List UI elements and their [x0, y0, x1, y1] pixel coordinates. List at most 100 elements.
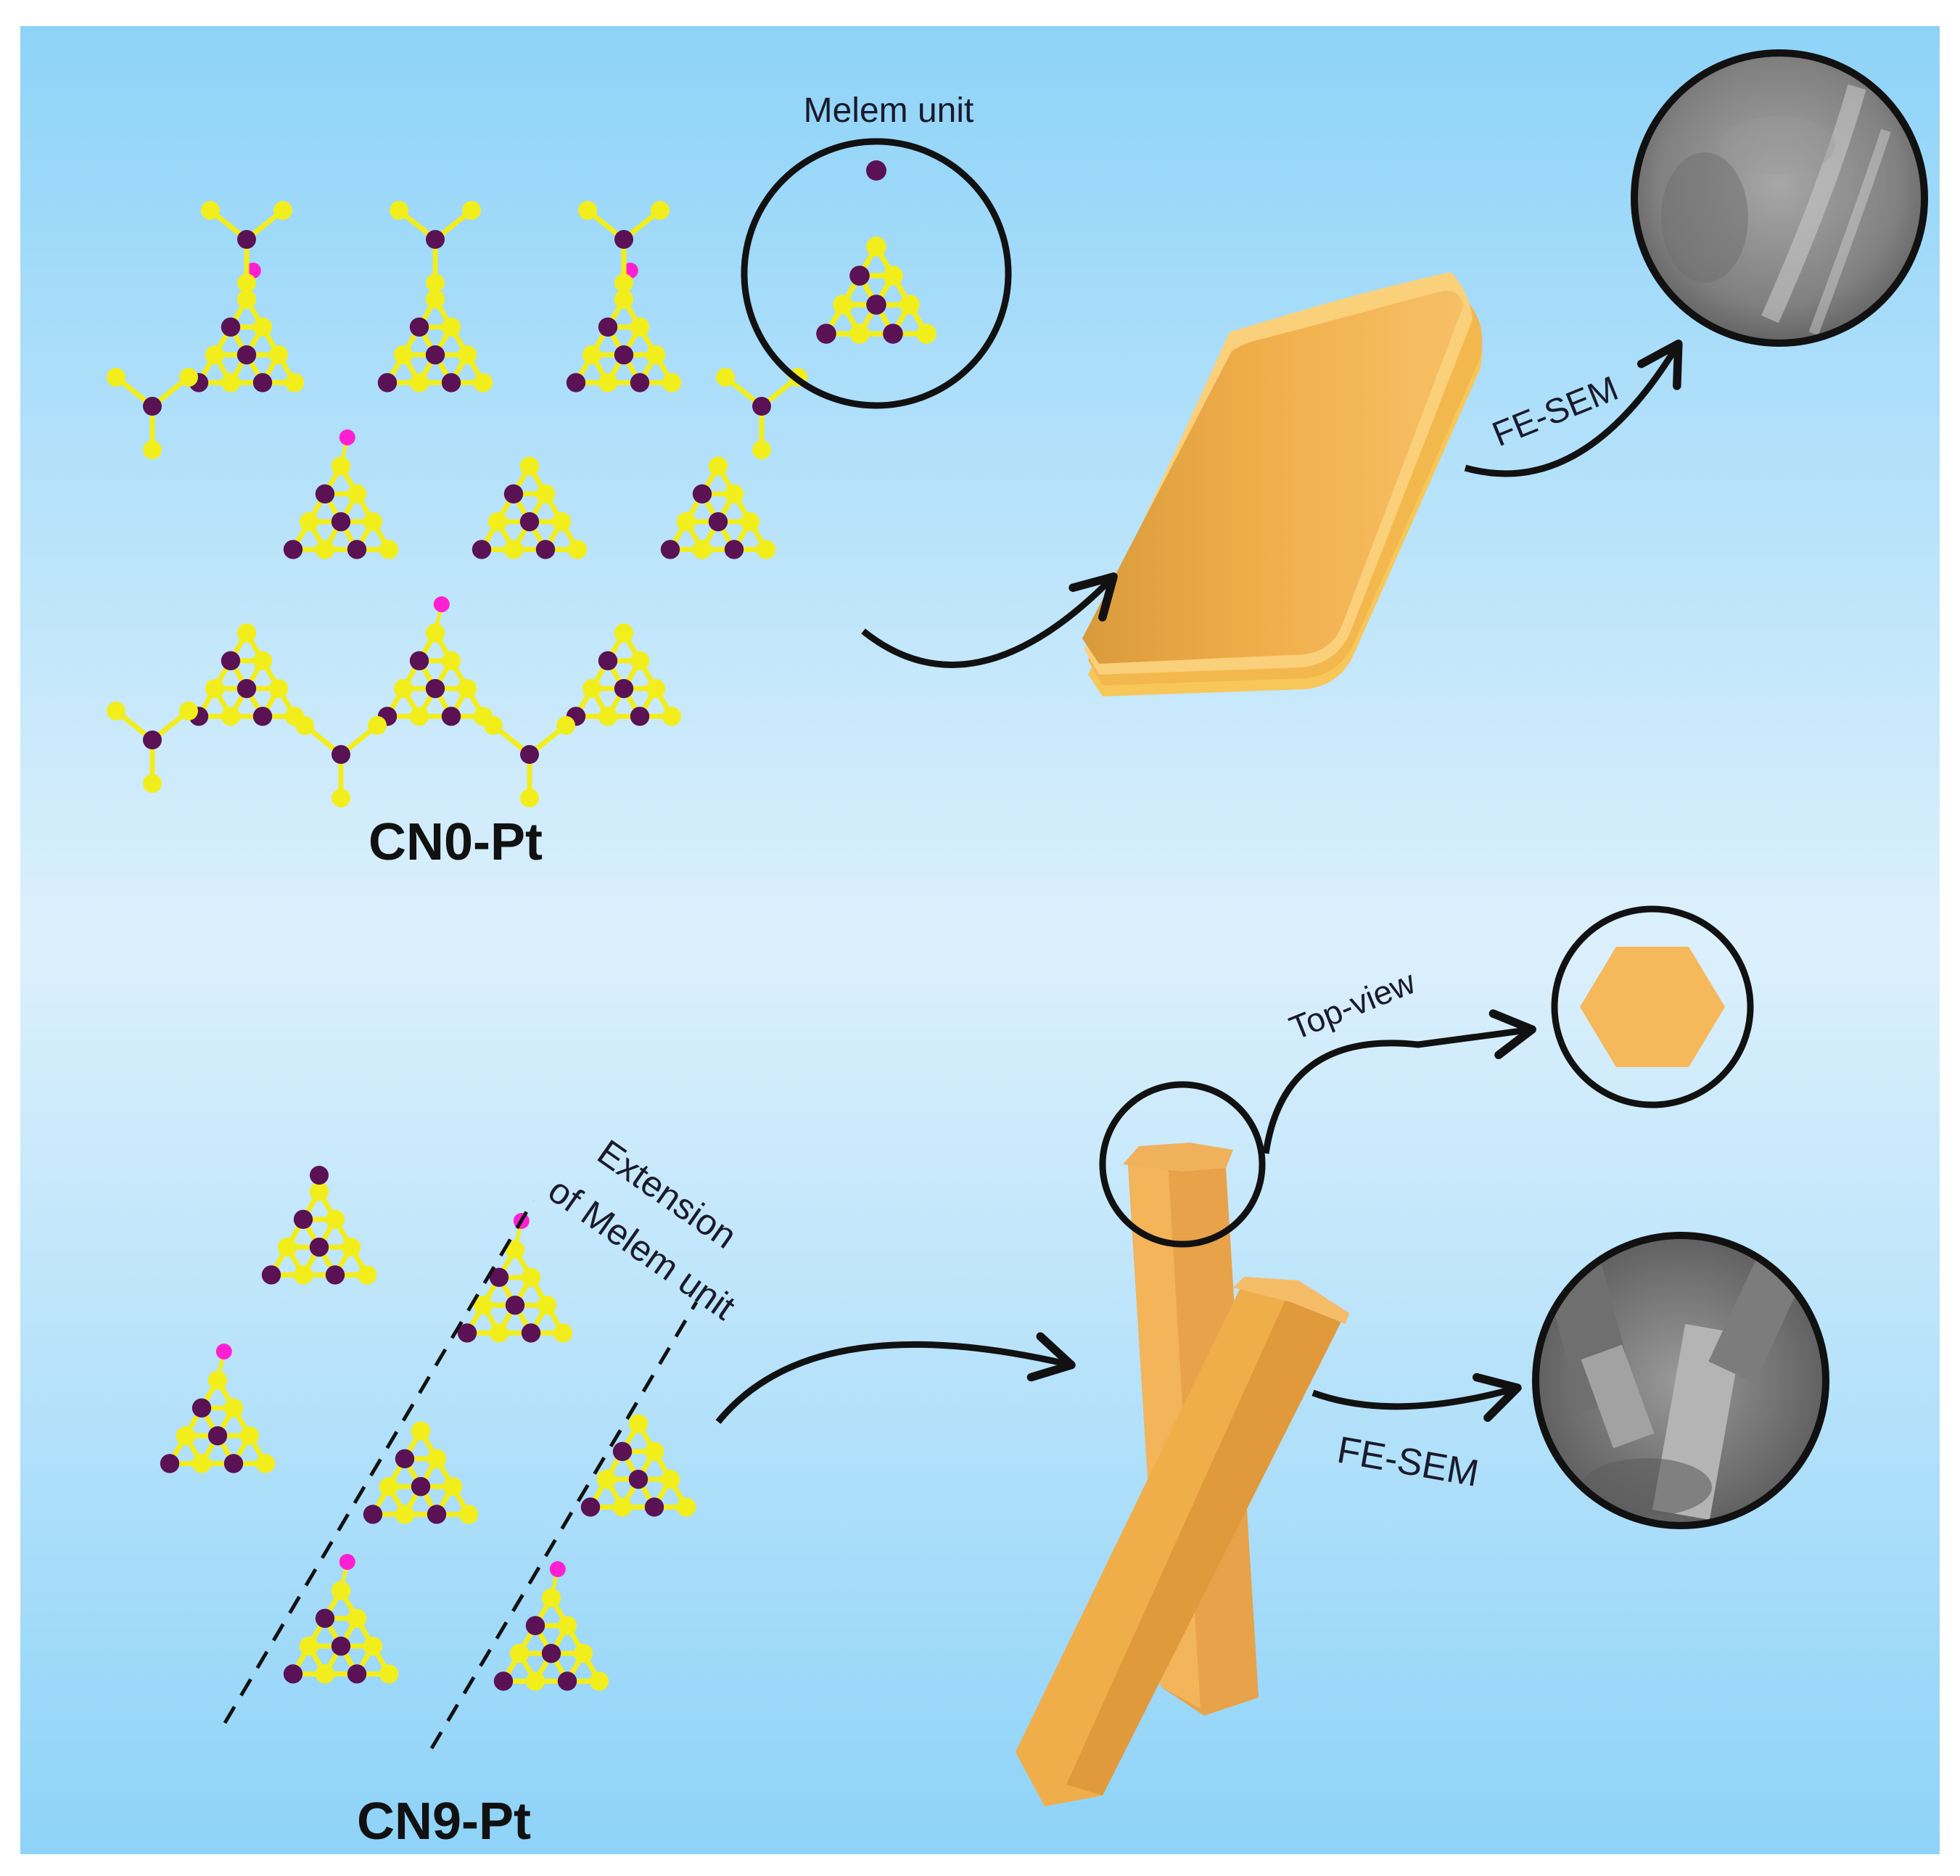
melem-atom-icon	[252, 317, 273, 337]
melem-atom-icon	[716, 368, 735, 387]
melem-atom-icon	[535, 484, 556, 504]
melem-atom-icon	[519, 456, 540, 476]
melem-atom-icon	[179, 702, 198, 720]
melem-atom-icon	[441, 651, 461, 671]
melem-atom-icon	[299, 1636, 319, 1656]
melem-atom-icon	[325, 1209, 345, 1230]
melem-atom-icon	[660, 540, 680, 559]
melem-atom-icon	[215, 1343, 232, 1359]
melem-atom-icon	[541, 1643, 561, 1663]
melem-atom-icon	[580, 1497, 601, 1517]
melem-atom-icon	[883, 266, 903, 286]
melem-atom-icon	[237, 230, 256, 249]
melem-atom-icon	[179, 368, 198, 387]
melem-atom-icon	[332, 745, 350, 764]
curved-arrow-icon	[861, 572, 1118, 668]
cn0-network	[107, 201, 807, 807]
melem-atom-icon	[756, 540, 776, 559]
melem-atom-icon	[425, 345, 445, 365]
melem-atom-icon	[752, 440, 771, 459]
melem-atom-icon	[503, 540, 524, 559]
melem-atom-icon	[221, 317, 241, 337]
melem-atom-icon	[472, 540, 492, 559]
melem-atom-icon	[752, 397, 771, 416]
melem-atom-icon	[582, 345, 602, 365]
melem-atom-icon	[614, 230, 633, 249]
melem-atom-icon	[252, 373, 273, 392]
curved-arrow-icon	[715, 1332, 1076, 1424]
melem-atom-icon	[236, 345, 257, 365]
melem-atom-icon	[390, 201, 408, 220]
melem-atom-icon	[509, 1643, 530, 1663]
melem-atom-icon	[309, 1237, 329, 1257]
melem-atom-icon	[503, 484, 524, 504]
melem-atom-icon	[357, 1265, 377, 1285]
melem-atom-icon	[740, 511, 760, 532]
melem-atom-icon	[395, 1449, 415, 1469]
melem-atom-icon	[442, 1476, 463, 1497]
melem-atom-icon	[221, 373, 241, 392]
melem-atom-icon	[331, 511, 351, 532]
curved-arrow-icon	[1262, 1009, 1536, 1154]
melem-atom-icon	[284, 373, 305, 392]
melem-atom-icon	[457, 678, 477, 699]
melem-atom-icon	[866, 295, 886, 315]
melem-atom-icon	[662, 373, 682, 392]
melem-atom-icon	[325, 1265, 345, 1285]
melem-atom-icon	[221, 707, 241, 726]
melem-atom-icon	[676, 511, 696, 532]
melem-atom-icon	[268, 345, 289, 365]
melem-atom-icon	[363, 1636, 383, 1656]
melem-atom-icon	[441, 707, 461, 726]
curved-arrow-icon	[1312, 1373, 1522, 1422]
melem-atom-icon	[425, 289, 445, 309]
melem-atom-icon	[505, 1295, 525, 1315]
melem-atom-icon	[107, 368, 125, 387]
melem-atom-icon	[662, 707, 682, 726]
zoom-circle	[1099, 1081, 1266, 1248]
melem-atom-icon	[484, 716, 503, 735]
melem-atom-icon	[261, 1265, 281, 1285]
melem-atom-icon	[692, 540, 712, 559]
melem-atom-icon	[395, 1505, 415, 1524]
melem-atom-icon	[277, 1237, 297, 1257]
melem-atom-icon	[660, 1469, 680, 1489]
melem-atom-icon	[708, 456, 728, 476]
melem-atom-icon	[223, 1398, 244, 1418]
melem-atom-icon	[692, 484, 712, 504]
melem-atom-icon	[176, 1425, 196, 1446]
melem-atom-icon	[598, 707, 618, 726]
melem-atom-icon	[644, 1441, 664, 1462]
melem-atom-icon	[273, 201, 292, 220]
melem-atom-icon	[237, 273, 256, 292]
melem-atom-icon	[379, 1664, 399, 1684]
melem-atom-icon	[551, 511, 572, 532]
melem-atom-icon	[426, 230, 445, 249]
melem-atom-icon	[589, 1671, 609, 1691]
melem-atom-icon	[332, 789, 350, 807]
melem-atom-icon	[143, 397, 162, 416]
melem-atom-icon	[427, 1505, 447, 1524]
melem-atom-icon	[411, 1476, 431, 1497]
melem-atom-icon	[505, 1240, 525, 1259]
melem-atom-icon	[331, 1636, 351, 1656]
melem-atom-icon	[883, 324, 903, 344]
melem-atom-icon	[252, 707, 273, 726]
melem-atom-icon	[427, 1449, 447, 1469]
melem-atom-icon	[916, 324, 936, 344]
melem-atom-icon	[377, 373, 398, 392]
melem-atom-icon	[368, 716, 387, 735]
melem-atom-icon	[646, 678, 666, 699]
melem-atom-icon	[520, 789, 539, 807]
melem-atom-icon	[578, 201, 597, 220]
melem-atom-icon	[236, 678, 257, 699]
melem-atom-icon	[252, 651, 273, 671]
cn0-pt-label: CN0-Pt	[368, 813, 543, 871]
melem-atom-icon	[379, 1476, 399, 1497]
melem-atom-icon	[520, 745, 539, 764]
melem-atom-icon	[409, 651, 429, 671]
melem-atom-icon	[192, 1398, 212, 1418]
melem-atom-icon	[724, 484, 744, 504]
melem-atom-icon	[433, 596, 450, 612]
melem-atom-icon	[341, 1237, 361, 1257]
